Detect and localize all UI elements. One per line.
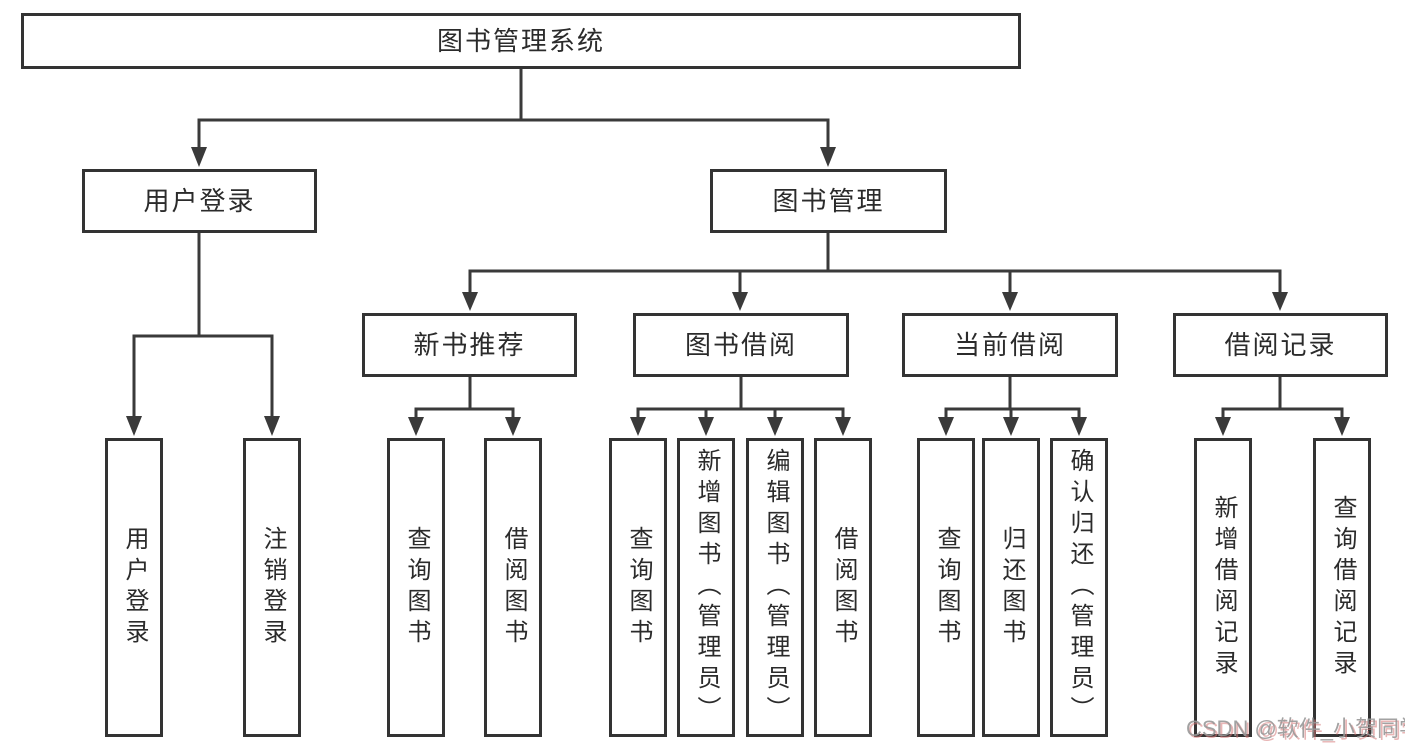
- node-return-books: 归还图书: [982, 438, 1040, 737]
- node-book-management: 图书管理: [710, 169, 947, 233]
- connector-root-fork: [197, 69, 830, 148]
- arrowhead-query-books-3: [938, 417, 954, 436]
- node-borrow-books-2: 借阅图书: [814, 438, 872, 737]
- arrowhead-confirm-return-admin: [1071, 417, 1087, 436]
- node-book-borrowing: 图书借阅: [633, 313, 849, 377]
- node-borrowing-records: 借阅记录: [1173, 313, 1388, 377]
- arrowhead-add-borrow-record: [1215, 417, 1231, 436]
- arrowhead-add-books-admin: [698, 417, 714, 436]
- arrowhead-logout: [264, 416, 280, 436]
- node-new-book-recommend: 新书推荐: [362, 313, 577, 377]
- connector-book-management-fork: [468, 233, 1282, 293]
- node-add-books-admin: 新增图书（管理员）: [677, 438, 735, 737]
- connector-current-borrowing-fork: [944, 377, 1081, 418]
- arrowhead-book-borrowing: [732, 292, 748, 311]
- connector-borrowing-records-fork: [1221, 377, 1344, 418]
- connector-book-borrowing-fork: [636, 377, 845, 418]
- node-query-books-2: 查询图书: [609, 438, 667, 737]
- node-query-books-3: 查询图书: [917, 438, 975, 737]
- arrowhead-borrow-books-2: [835, 417, 851, 436]
- arrowhead-query-books-2: [630, 417, 646, 436]
- connector-user-login-fork: [132, 233, 274, 417]
- arrowhead-new-book-recommend: [462, 292, 478, 311]
- node-user-login: 用户登录: [82, 169, 317, 233]
- node-borrow-books-1: 借阅图书: [484, 438, 542, 737]
- arrowhead-edit-books-admin: [767, 417, 783, 436]
- arrowhead-query-books-1: [408, 417, 424, 436]
- node-add-borrow-record: 新增借阅记录: [1194, 438, 1252, 737]
- arrowhead-borrowing-records: [1272, 292, 1288, 311]
- arrowhead-borrow-books-1: [505, 417, 521, 436]
- node-confirm-return-admin: 确认归还（管理员）: [1050, 438, 1108, 737]
- node-user-login-leaf: 用户登录: [105, 438, 163, 737]
- node-edit-books-admin: 编辑图书（管理员）: [746, 438, 804, 737]
- arrowhead-current-borrowing: [1002, 292, 1018, 311]
- arrowhead-user-login-leaf: [126, 416, 142, 436]
- node-current-borrowing: 当前借阅: [902, 313, 1118, 377]
- arrowhead-user-login: [191, 147, 207, 167]
- csdn-watermark: CSDN @软件_小贺同学: [1186, 716, 1405, 741]
- arrowhead-book-management: [820, 147, 836, 167]
- node-query-books-1: 查询图书: [387, 438, 445, 737]
- arrowhead-query-borrow-record: [1334, 417, 1350, 436]
- node-query-borrow-record: 查询借阅记录: [1313, 438, 1371, 737]
- arrowhead-return-books: [1003, 417, 1019, 436]
- node-root-system: 图书管理系统: [21, 13, 1021, 69]
- connector-new-book-recommend-fork: [414, 377, 515, 418]
- node-logout: 注销登录: [243, 438, 301, 737]
